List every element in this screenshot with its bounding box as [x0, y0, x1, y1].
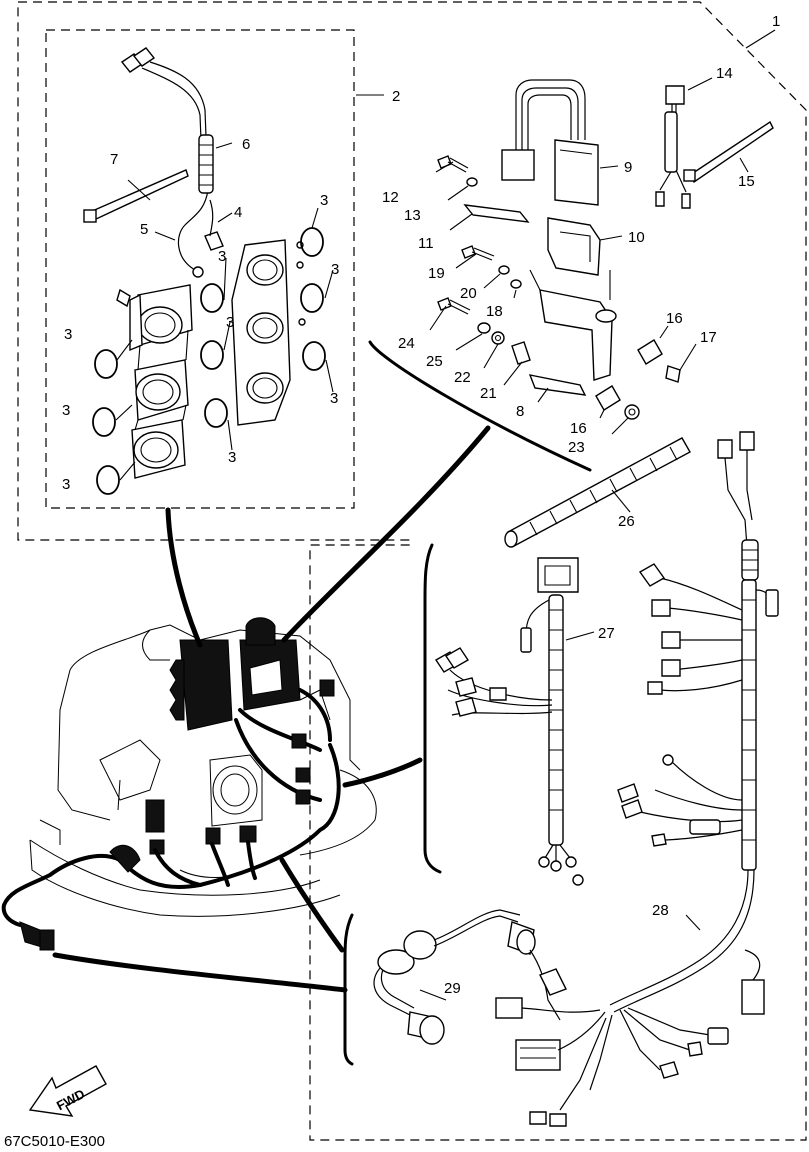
coil-stack-left: [116, 284, 193, 479]
bracket-8: [539, 289, 613, 381]
sensor-14: [665, 85, 685, 105]
connector-9a: [501, 149, 535, 181]
callout-3: 3: [62, 476, 70, 493]
callout-3: 3: [64, 326, 72, 343]
callout-16b: 16: [570, 420, 587, 437]
callout-15: 15: [738, 173, 755, 190]
leader-harness-27: [342, 757, 423, 788]
connector-29a: [495, 997, 523, 1019]
engine-outline: [29, 624, 377, 917]
callout-3: 3: [218, 248, 226, 265]
callout-6: 6: [242, 136, 250, 153]
callout-23: 23: [568, 439, 585, 456]
assembly-1-frame: [17, 1, 807, 1141]
sleeve-6: [198, 134, 214, 194]
callout-10: 10: [628, 229, 645, 246]
callout-24: 24: [398, 335, 415, 352]
leader-assembly-2: [165, 507, 203, 648]
callout-3: 3: [330, 390, 338, 407]
callout-25: 25: [426, 353, 443, 370]
leader-harness-28: [279, 857, 345, 953]
rectifier-9: [554, 139, 599, 206]
callout-13: 13: [404, 207, 421, 224]
wiring-harness-29: [373, 909, 606, 1071]
connector-29b: [515, 1039, 561, 1071]
assembly-2-frame: [45, 29, 355, 509]
installed-harness: [1, 617, 341, 951]
connector-28a: [741, 979, 765, 1015]
callout-labels: 1 2 3 3 3 3 3 3 3 3 3 4 5 6 7 8 9 10 11 …: [62, 13, 780, 997]
plate-11: [463, 204, 530, 223]
o-rings-3: [92, 227, 326, 495]
callout-22: 22: [454, 369, 471, 386]
callout-4: 4: [234, 204, 242, 221]
callout-2: 2: [392, 88, 400, 105]
callout-7: 7: [110, 151, 118, 168]
leader-harness-29: [52, 952, 348, 993]
callout-18: 18: [486, 303, 503, 320]
callout-27: 27: [598, 625, 615, 642]
callout-1: 1: [772, 13, 780, 30]
ignition-coil-assembly: [83, 47, 334, 495]
bracket-parts-group: [368, 77, 774, 472]
tie-strap-7: [89, 169, 189, 221]
callout-3: 3: [228, 449, 236, 466]
callout-19: 19: [428, 265, 445, 282]
callout-12: 12: [382, 189, 399, 206]
plug-cap-4: [204, 231, 224, 251]
fwd-arrow-icon: FWD: [28, 1065, 107, 1117]
callout-11: 11: [418, 235, 434, 252]
callout-29: 29: [444, 980, 461, 997]
grommet-16b: [595, 385, 621, 411]
callout-3: 3: [320, 192, 328, 209]
callout-21: 21: [480, 385, 497, 402]
callout-26: 26: [618, 513, 635, 530]
wiring-harness-27: [435, 557, 595, 886]
callout-3: 3: [226, 314, 234, 331]
callout-16a: 16: [666, 310, 683, 327]
grommet-16a: [637, 339, 663, 365]
tie-strap-15: [689, 120, 774, 184]
callout-17: 17: [700, 329, 717, 346]
callout-8: 8: [516, 403, 524, 420]
leader-bracket: [281, 425, 491, 643]
callout-28: 28: [652, 902, 669, 919]
callout-20: 20: [460, 285, 477, 302]
holder-10: [547, 217, 601, 276]
callout-5: 5: [140, 221, 148, 238]
sleeve-26: [504, 437, 691, 548]
diagram-code: 67C5010-E300: [4, 1133, 105, 1147]
callout-3: 3: [62, 402, 70, 419]
callout-3: 3: [331, 261, 339, 278]
coil-plate-right: [231, 239, 306, 426]
callout-9: 9: [624, 159, 632, 176]
callout-14: 14: [716, 65, 733, 82]
wiring-harness-28: [529, 431, 779, 1127]
